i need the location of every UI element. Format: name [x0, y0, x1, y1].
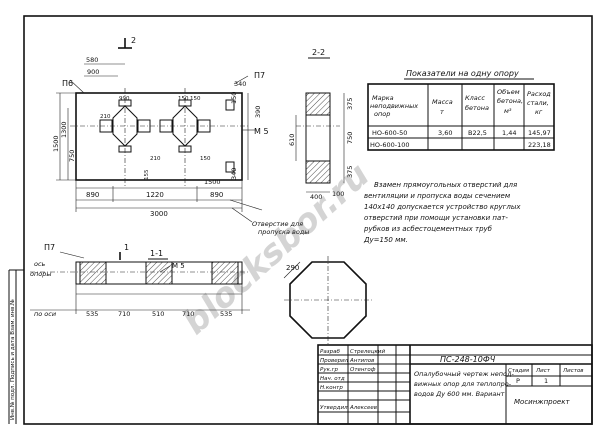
row1-mass: 3,60	[438, 129, 452, 137]
sheets-header: Листов	[562, 368, 584, 374]
dim-610: 610	[288, 134, 296, 146]
dim-o290: 290	[286, 264, 299, 272]
row1-volume: 1,44	[502, 129, 516, 137]
dim-375b: 375	[346, 166, 354, 178]
note-text: Взамен прямоугольных отверстий для венти…	[363, 181, 523, 244]
base-label: по оси	[34, 310, 56, 318]
table-title: Показатели на одну опору	[406, 69, 519, 78]
octagon-detail: 290	[283, 256, 372, 344]
section-mark-1: 1	[124, 243, 129, 252]
role-1: Проверил	[320, 358, 349, 364]
note-hole: Отверстие для пропуска воды	[252, 220, 309, 236]
row2-mark: НО-600-100	[370, 141, 410, 149]
dim-580: 580	[86, 56, 98, 64]
name-0: Стрелецкий	[350, 349, 385, 355]
dim-150c: 150	[200, 156, 211, 162]
side-stamp: Инв.№ подл. Подпись и дата Взам. инв.№	[10, 299, 16, 420]
dim-890b: 890	[210, 191, 223, 199]
stage-value: Р	[516, 377, 520, 385]
name-2: Отенгоф	[350, 367, 376, 373]
dim-375: 375	[346, 98, 354, 110]
name-1: Антипов	[349, 358, 374, 364]
dim-e510: 510	[152, 310, 164, 318]
mark-p6: П6	[62, 79, 73, 88]
sheet-header: Лист	[535, 368, 551, 374]
section-top-hatch	[305, 92, 331, 116]
org-name: Мосинжпроект	[514, 398, 570, 406]
mark-m5: М 5	[254, 127, 269, 136]
dim-750: 750	[68, 150, 76, 162]
dim-900: 900	[87, 68, 99, 76]
role-2: Рук.гр	[320, 367, 339, 373]
section-title-2-2: 2-2	[312, 48, 325, 57]
dim-3000: 3000	[150, 210, 168, 218]
mark-p7b: П7	[44, 243, 55, 252]
role-3: Нач. отд	[320, 376, 345, 382]
dim-340b: 340	[230, 168, 238, 180]
stage-header: Стадия	[508, 368, 530, 374]
title-block: Разраб Стрелецкий Проверил Антипов Рук.г…	[317, 344, 593, 425]
row1-class: В22,5	[468, 129, 487, 137]
dim-1220: 1220	[146, 191, 164, 199]
mark-m5b: М 5	[172, 262, 185, 270]
dim-210: 210	[100, 114, 111, 120]
dim-150b: 150	[190, 96, 201, 102]
drawing-description: Опалубочный чертеж непод- вижных опор дл…	[414, 370, 516, 398]
dim-340a: 340	[234, 80, 246, 88]
name-5: Алексеев	[349, 405, 377, 411]
drawing-code: ПС-248-10ФЧ	[440, 355, 496, 364]
dim-150a: 150	[230, 92, 238, 104]
octagon-shape	[289, 261, 367, 339]
dim-1300: 1300	[60, 121, 68, 138]
dim-100: 100	[332, 190, 344, 198]
dim-990: 990	[119, 96, 130, 102]
role-0: Разраб	[320, 349, 340, 355]
dim-e535b: 535	[220, 310, 232, 318]
row1-mark: НО-600-50	[372, 129, 407, 137]
row1-steel: 145,97	[528, 129, 551, 137]
role-5: Утвердил	[320, 405, 348, 411]
dim-e710: 710	[118, 310, 130, 318]
section-2-2: 2-2 375 750 375 610 100 400	[288, 48, 354, 201]
role-4: Н.контр	[320, 385, 343, 391]
block-outline	[75, 92, 243, 181]
dim-210b: 210	[150, 156, 161, 162]
section-mark-2: 2	[131, 36, 136, 45]
dim-1500b: 1500	[204, 178, 221, 186]
dim-e710b: 710	[182, 310, 194, 318]
dim-1500: 1500	[52, 135, 60, 152]
dim-750-sec: 750	[346, 132, 354, 144]
note-block: Взамен прямоугольных отверстий для венти…	[363, 181, 523, 244]
dim-390: 390	[254, 106, 262, 118]
sheet-frame	[23, 15, 593, 425]
dim-150: 150	[178, 96, 189, 102]
plan-view: 2 580 900 П6 П7 340 390 150 М 5 1500 130…	[52, 36, 309, 236]
dim-890: 890	[86, 191, 99, 199]
dim-e535: 535	[86, 310, 98, 318]
row2-steel: 223,18	[528, 141, 551, 149]
mark-p7: П7	[254, 71, 265, 80]
section-title-1-1: 1-1	[150, 249, 163, 258]
dim-155: 155	[144, 169, 150, 180]
section-opening	[305, 114, 331, 162]
sheet-value: 1	[544, 377, 548, 385]
dim-400: 400	[310, 193, 322, 201]
section-bottom-hatch	[305, 160, 331, 184]
